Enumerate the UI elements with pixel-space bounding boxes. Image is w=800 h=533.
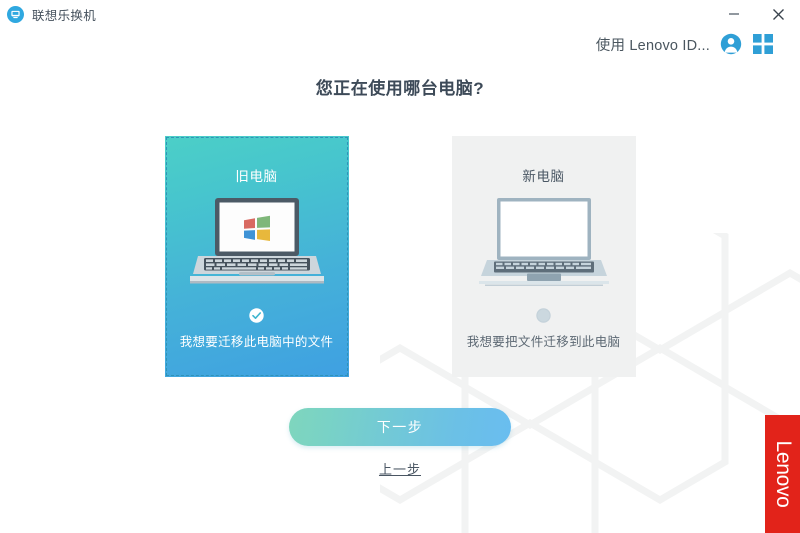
window-controls: [712, 0, 800, 28]
back-link-row: 上一步: [0, 459, 800, 479]
close-button[interactable]: [756, 0, 800, 28]
page-title: 您正在使用哪台电脑?: [315, 79, 485, 98]
empty-circle-icon[interactable]: [536, 308, 551, 323]
user-avatar-icon[interactable]: [720, 33, 742, 55]
next-button-row: 下一步: [0, 408, 800, 446]
laptop-blank-icon: [477, 194, 611, 294]
app-logo-icon: [7, 5, 24, 23]
laptop-windows-icon: [189, 194, 324, 294]
option-title-new-computer: 新电脑: [522, 169, 565, 184]
option-title-old-computer: 旧电脑: [235, 169, 278, 184]
option-card-old-computer[interactable]: 旧电脑: [164, 136, 349, 377]
next-button[interactable]: 下一步: [289, 408, 511, 446]
option-caption-new-computer: 我想要把文件迁移到此电脑: [466, 335, 621, 349]
app-grid-icon[interactable]: [752, 33, 774, 55]
lenovo-id-label[interactable]: 使用 Lenovo ID...: [595, 37, 710, 54]
back-link[interactable]: 上一步: [378, 462, 421, 477]
lenovo-wordmark: Lenovo: [771, 440, 795, 508]
minimize-button[interactable]: [712, 0, 756, 28]
option-card-new-computer[interactable]: 新电脑: [451, 136, 636, 377]
lenovo-brand-banner: Lenovo: [765, 415, 800, 533]
computer-choice-group: 旧电脑: [0, 136, 800, 377]
option-caption-old-computer: 我想要迁移此电脑中的文件: [179, 335, 334, 349]
window-title: 联想乐换机: [32, 8, 97, 23]
title-bar: 联想乐换机: [0, 0, 800, 28]
lenovo-id-row: 使用 Lenovo ID...: [0, 28, 800, 60]
check-circle-icon[interactable]: [249, 308, 264, 323]
